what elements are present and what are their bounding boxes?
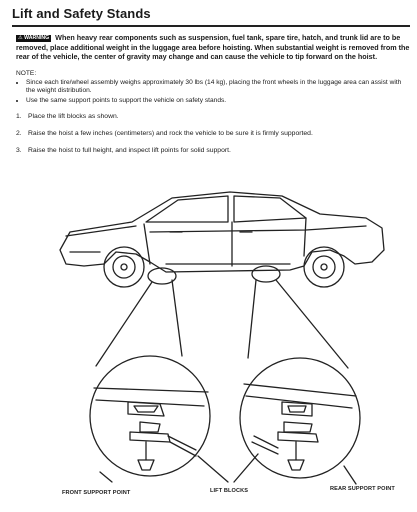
front-support-marker-illustration (147, 267, 177, 285)
front-callout-line-illustration (95, 281, 153, 367)
page-title: Lift and Safety Stands (12, 6, 151, 21)
lift-blocks-caption: LIFT BLOCKS (210, 488, 249, 494)
car-side-view-illustration (59, 191, 385, 273)
step-number: 2. (16, 130, 22, 137)
step-number: 1. (16, 113, 22, 120)
step-number: 3. (16, 147, 22, 154)
step-item: 3. Raise the hoist to full height, and in… (16, 146, 410, 155)
rear-support-detail-illustration (239, 357, 361, 479)
car-rear-wheel-illustration (303, 246, 345, 288)
step-item: 2. Raise the hoist a few inches (centimet… (16, 129, 410, 138)
note-label: NOTE: (16, 70, 37, 77)
step-text: Place the lift blocks as shown. (28, 113, 119, 120)
front-support-detail-illustration (89, 355, 211, 477)
note-item: Use the same support points to support t… (26, 97, 410, 106)
lift-points-illustration (59, 191, 385, 485)
step-item: 1. Place the lift blocks as shown. (16, 112, 410, 121)
note-list: Since each tire/wheel assembly weighs ap… (16, 79, 410, 106)
title-divider (12, 25, 410, 27)
front-support-caption: FRONT SUPPORT POINT (62, 490, 131, 496)
rear-support-caption: REAR SUPPORT POINT (330, 486, 395, 492)
rear-support-marker-illustration (251, 265, 281, 283)
car-front-wheel-illustration (103, 246, 145, 288)
warning-badge: ⚠ WARNING (16, 35, 52, 42)
rear-callout-line-illustration (247, 279, 257, 359)
warning-block: ⚠ WARNING When heavy rear components suc… (16, 33, 410, 62)
note-item: Since each tire/wheel assembly weighs ap… (26, 79, 410, 96)
step-text: Raise the hoist a few inches (centimeter… (28, 130, 313, 137)
procedure-steps: 1. Place the lift blocks as shown. 2. Rais… (16, 112, 410, 163)
note-block: NOTE: Since each tire/wheel assembly wei… (16, 70, 410, 106)
warning-text: When heavy rear components such as suspe… (16, 33, 410, 62)
step-text: Raise the hoist to full height, and insp… (28, 147, 231, 154)
